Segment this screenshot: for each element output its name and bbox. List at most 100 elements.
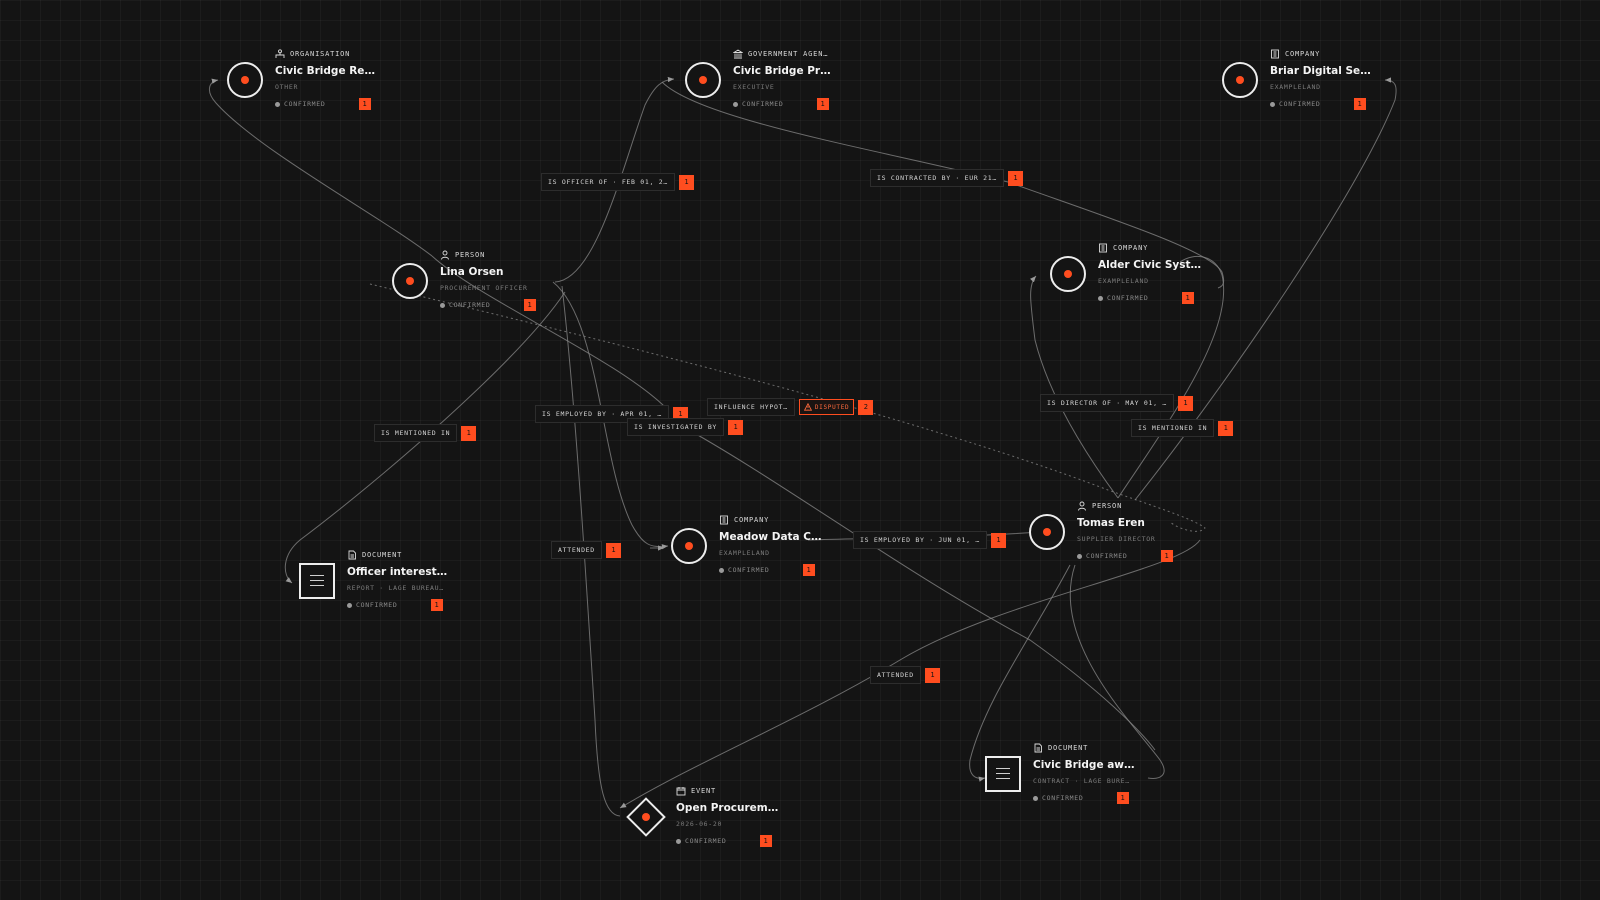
person-icon — [440, 250, 450, 260]
node-type-label: PERSON — [455, 251, 486, 259]
node-subtitle: 2026-06-20 — [676, 820, 723, 828]
edge-tomas-to-award[interactable] — [969, 564, 1071, 782]
edge-is-contracted-by[interactable] — [661, 81, 1225, 289]
status-dot — [1077, 553, 1082, 559]
node-type: DOCUMENT — [347, 550, 453, 560]
edge-label-is-employed-by-jun[interactable]: IS EMPLOYED BY · JUN 01, …1 — [853, 531, 1006, 549]
edge-tomas-alder-loop[interactable] — [1117, 255, 1225, 499]
node-marker-dot — [406, 277, 414, 285]
edge-is-mentioned-in-right[interactable] — [1134, 77, 1397, 501]
edge-civic-review-to-employed[interactable] — [209, 78, 433, 257]
node-marker-circle[interactable] — [227, 62, 263, 98]
edge-count-badge[interactable]: 1 — [924, 667, 940, 683]
status-dot — [1270, 101, 1275, 107]
node-card[interactable]: GOVERNMENT AGEN…Civic Bridge Procur…EXEC… — [733, 49, 839, 110]
node-marker-circle[interactable] — [1050, 256, 1086, 292]
node-marker-circle[interactable] — [1222, 62, 1258, 98]
node-type-label: COMPANY — [734, 516, 770, 524]
node-marker-document[interactable] — [299, 563, 335, 599]
node-subtitle: EXECUTIVE — [733, 83, 775, 91]
edge-is-employed-by-apr[interactable] — [431, 255, 669, 411]
document-line — [310, 575, 324, 576]
document-line — [310, 585, 324, 586]
edge-label-is-contracted-by[interactable]: IS CONTRACTED BY · EUR 21…1 — [870, 169, 1023, 187]
evidence-count-badge[interactable]: 1 — [1117, 792, 1129, 804]
edge-label-text: IS MENTIONED IN — [374, 424, 458, 442]
edge-label-text: IS EMPLOYED BY · JUN 01, … — [853, 531, 987, 549]
node-title: Civic Bridge award … — [1033, 759, 1137, 771]
node-marker-circle[interactable] — [1029, 514, 1065, 550]
node-type-label: COMPANY — [1113, 244, 1149, 252]
evidence-count-badge[interactable]: 1 — [359, 98, 371, 110]
edge-lina-to-open-procurement[interactable] — [561, 285, 621, 817]
evidence-count-badge[interactable]: 1 — [1182, 292, 1194, 304]
disputed-badge[interactable]: DISPUTED — [798, 399, 855, 415]
status-dot — [719, 567, 724, 573]
edge-count-badge[interactable]: 1 — [1007, 170, 1023, 186]
node-marker-document[interactable] — [985, 756, 1021, 792]
edge-lina-to-meadow[interactable] — [552, 281, 669, 550]
node-type-label: GOVERNMENT AGEN… — [748, 50, 829, 58]
node-marker-circle[interactable] — [685, 62, 721, 98]
status-label: CONFIRMED — [1107, 294, 1149, 302]
status-dot — [275, 101, 280, 107]
edge-count-badge[interactable]: 1 — [461, 425, 477, 441]
edge-is-officer-of[interactable] — [554, 76, 675, 283]
node-type: PERSON — [1077, 501, 1183, 511]
edge-label-is-director-of[interactable]: IS DIRECTOR OF · MAY 01, …1 — [1040, 394, 1193, 412]
evidence-count-badge[interactable]: 1 — [524, 299, 536, 311]
edge-is-director-of[interactable] — [1029, 275, 1119, 499]
edge-count-badge[interactable]: 1 — [728, 419, 744, 435]
document-line — [996, 768, 1010, 769]
edge-count-badge[interactable]: 1 — [990, 532, 1006, 548]
node-type: DOCUMENT — [1033, 743, 1139, 753]
node-marker-circle[interactable] — [671, 528, 707, 564]
edge-count-badge[interactable]: 1 — [1218, 420, 1234, 436]
node-type: COMPANY — [1270, 49, 1376, 59]
status-label: CONFIRMED — [449, 301, 491, 309]
edge-count-badge[interactable]: 1 — [605, 542, 621, 558]
edge-is-mentioned-in-left[interactable] — [284, 291, 566, 584]
evidence-count-badge[interactable]: 1 — [1354, 98, 1366, 110]
node-title: Meadow Data Coo… — [719, 531, 823, 543]
node-type: PERSON — [440, 250, 546, 260]
edge-is-investigated-by[interactable] — [679, 424, 1156, 751]
edge-award-loop[interactable] — [1069, 564, 1165, 779]
organisation-icon — [275, 49, 285, 59]
edge-count-badge[interactable]: 1 — [678, 174, 694, 190]
document-line — [310, 580, 324, 581]
evidence-count-badge[interactable]: 1 — [803, 564, 815, 576]
edge-influence-hypothesis[interactable] — [369, 283, 1206, 532]
status-label: CONFIRMED — [728, 566, 770, 574]
evidence-count-badge[interactable]: 1 — [431, 599, 443, 611]
edge-count-badge[interactable]: 2 — [858, 399, 874, 415]
disputed-label: DISPUTED — [814, 403, 850, 411]
edge-attended-bottom[interactable] — [619, 539, 1201, 809]
evidence-count-badge[interactable]: 1 — [1161, 550, 1173, 562]
evidence-count-badge[interactable]: 1 — [760, 835, 772, 847]
node-status: CONFIRMED 1 — [719, 564, 825, 576]
evidence-count-badge[interactable]: 1 — [817, 98, 829, 110]
edge-count-badge[interactable]: 1 — [672, 406, 688, 422]
edge-count-badge[interactable]: 1 — [1177, 395, 1193, 411]
node-subtitle: REPORT · LAGE BUREAU … — [347, 584, 447, 592]
node-marker-circle[interactable] — [392, 263, 428, 299]
edge-label-is-officer-of[interactable]: IS OFFICER OF · FEB 01, 2…1 — [541, 173, 694, 191]
